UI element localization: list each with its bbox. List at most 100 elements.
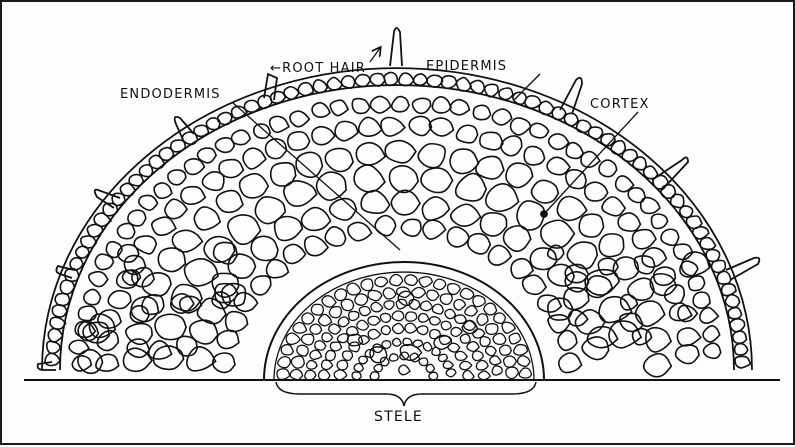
cortex-cell bbox=[412, 98, 430, 113]
stele-cell bbox=[427, 290, 439, 300]
stele-cell bbox=[432, 304, 443, 314]
cortex-cell bbox=[375, 216, 395, 236]
epidermis-cell bbox=[45, 353, 60, 365]
root-hair bbox=[390, 28, 402, 66]
stele-cell bbox=[440, 294, 452, 305]
cortex-cell bbox=[579, 214, 603, 237]
cortex-cells bbox=[45, 72, 750, 376]
cortex-cell bbox=[128, 210, 146, 226]
cortex-cell bbox=[676, 345, 699, 364]
cortex-cell bbox=[213, 353, 235, 372]
cortex-cell bbox=[541, 220, 575, 248]
stele-cell bbox=[329, 307, 341, 318]
stele-cell bbox=[310, 350, 322, 359]
cortex-cell bbox=[325, 227, 346, 246]
epidermis-cell bbox=[384, 72, 397, 85]
stele-cell bbox=[519, 368, 531, 378]
cortex-cell bbox=[473, 105, 490, 119]
cortex-cell bbox=[391, 190, 420, 215]
stele-cell bbox=[297, 345, 308, 356]
epidermis-cell bbox=[735, 344, 748, 355]
stele-cell bbox=[494, 313, 506, 323]
cortex-cell bbox=[84, 289, 101, 304]
stele-cell bbox=[439, 354, 448, 361]
stele-cell bbox=[291, 356, 304, 368]
stele-cell bbox=[322, 296, 336, 307]
cortex-cell bbox=[674, 244, 693, 259]
stele-cell bbox=[311, 304, 323, 315]
cortex-cell bbox=[432, 97, 451, 113]
stele-cell bbox=[460, 288, 474, 299]
epidermis-cell bbox=[442, 76, 457, 89]
stele-cell bbox=[492, 366, 502, 375]
stele-cell bbox=[302, 313, 314, 324]
stele-cell bbox=[484, 303, 497, 315]
cortex-cell bbox=[618, 213, 640, 231]
root-hair-arrow bbox=[370, 48, 380, 62]
cortex-cell bbox=[194, 207, 220, 230]
cortex-cell bbox=[558, 330, 577, 350]
stele-cell bbox=[310, 324, 322, 334]
cortex-cell bbox=[228, 254, 255, 278]
cortex-cell bbox=[559, 353, 582, 373]
stele-cell bbox=[357, 320, 369, 330]
stele-cell bbox=[502, 322, 515, 333]
cortex-cell bbox=[97, 331, 118, 351]
cortex-cell bbox=[492, 109, 511, 125]
epidermis-cell bbox=[735, 356, 750, 367]
cortex-cell bbox=[392, 97, 409, 112]
stele-cell bbox=[380, 313, 390, 322]
stele-cell bbox=[290, 369, 302, 379]
stele-cell bbox=[354, 364, 363, 372]
stele-cell bbox=[371, 302, 383, 311]
cortex-cell bbox=[381, 117, 405, 136]
stele-cell bbox=[359, 356, 368, 364]
epidermis-cell bbox=[355, 75, 370, 87]
cortex-cell bbox=[566, 143, 583, 159]
cortex-cell bbox=[352, 99, 369, 114]
cortex-cell bbox=[177, 336, 198, 356]
cortex-cell bbox=[202, 172, 223, 190]
cortex-cell bbox=[131, 297, 158, 322]
stele-cell bbox=[318, 314, 331, 325]
cortex-cell bbox=[511, 118, 531, 135]
left-arrow-icon: ← bbox=[270, 61, 282, 76]
cortex-cell bbox=[155, 314, 186, 339]
cortex-cell bbox=[142, 273, 171, 296]
epidermis-cell bbox=[499, 88, 513, 100]
stele-cell bbox=[430, 317, 441, 325]
cortex-cell bbox=[651, 214, 667, 228]
stele-cell bbox=[417, 326, 428, 335]
cortex-cell bbox=[602, 197, 625, 216]
cortex-cell bbox=[456, 173, 487, 200]
stele-cell bbox=[509, 333, 521, 344]
cortex-cell bbox=[693, 292, 710, 308]
cortex-cell bbox=[266, 260, 288, 278]
epidermis-cell bbox=[55, 293, 69, 305]
cortex-cell bbox=[312, 127, 335, 145]
stele-cell bbox=[334, 370, 347, 380]
cortex-cell bbox=[599, 234, 623, 257]
epidermis-cell bbox=[47, 341, 61, 353]
cortex-cell bbox=[172, 230, 202, 252]
cortex-cell bbox=[275, 216, 303, 240]
cortex-cell bbox=[305, 236, 328, 256]
cortex-cell bbox=[251, 236, 278, 260]
stele-cell bbox=[446, 369, 456, 377]
stele-cell bbox=[302, 334, 314, 345]
stele-cell bbox=[506, 367, 519, 379]
stele-cell bbox=[477, 314, 488, 326]
cortex-cell bbox=[587, 276, 613, 298]
stele-cell bbox=[375, 277, 388, 287]
stele-cell bbox=[448, 284, 461, 295]
stele-cell bbox=[347, 283, 361, 295]
cortex-cell bbox=[108, 291, 131, 309]
cortex-cell bbox=[504, 226, 531, 252]
cortex-cell bbox=[575, 310, 605, 334]
cortex-cell bbox=[117, 223, 134, 238]
stele-cell bbox=[337, 360, 348, 370]
stele-cell bbox=[426, 364, 434, 372]
stele-cell bbox=[478, 371, 490, 380]
stele-cell bbox=[430, 329, 441, 338]
stele-cell bbox=[455, 351, 467, 360]
